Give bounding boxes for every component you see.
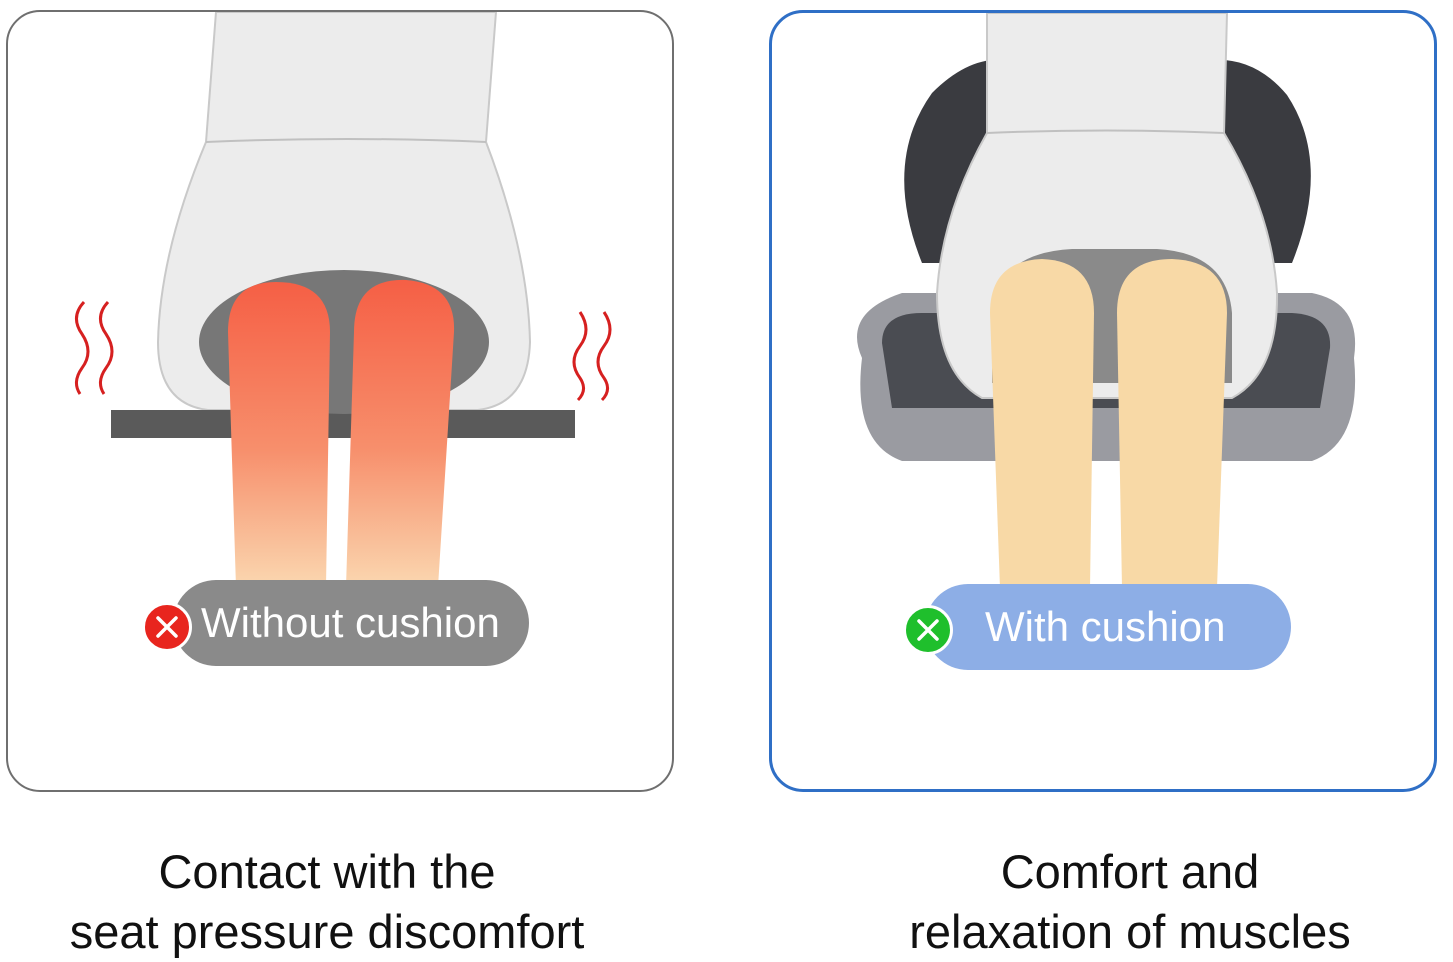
with-cushion-illustration [857,13,1356,588]
caption-line-2: relaxation of muscles [909,905,1351,958]
heat-lines-left [75,300,114,395]
heat-lines-right [572,311,612,402]
right-leg [1117,259,1227,588]
caption-line-2: seat pressure discomfort [69,905,585,958]
without-cushion-caption: Contact with the seat pressure discomfor… [0,842,677,962]
left-leg [228,282,330,587]
check-mark-icon [903,605,953,655]
with-cushion-label-pill: With cushion [925,584,1291,670]
x-mark-icon [142,602,192,652]
left-leg [990,259,1094,588]
without-cushion-label: Without cushion [201,599,500,646]
caption-line-1: Comfort and [1000,845,1260,898]
without-cushion-label-pill: Without cushion [173,580,529,666]
without-cushion-panel: Without cushion [6,10,674,792]
with-cushion-label: With cushion [985,603,1226,650]
caption-line-1: Contact with the [158,845,496,898]
with-cushion-panel: With cushion [769,10,1437,792]
seat-bar [111,410,575,438]
right-leg [346,279,455,587]
without-cushion-illustration [75,12,612,587]
with-cushion-caption: Comfort and relaxation of muscles [780,842,1453,962]
